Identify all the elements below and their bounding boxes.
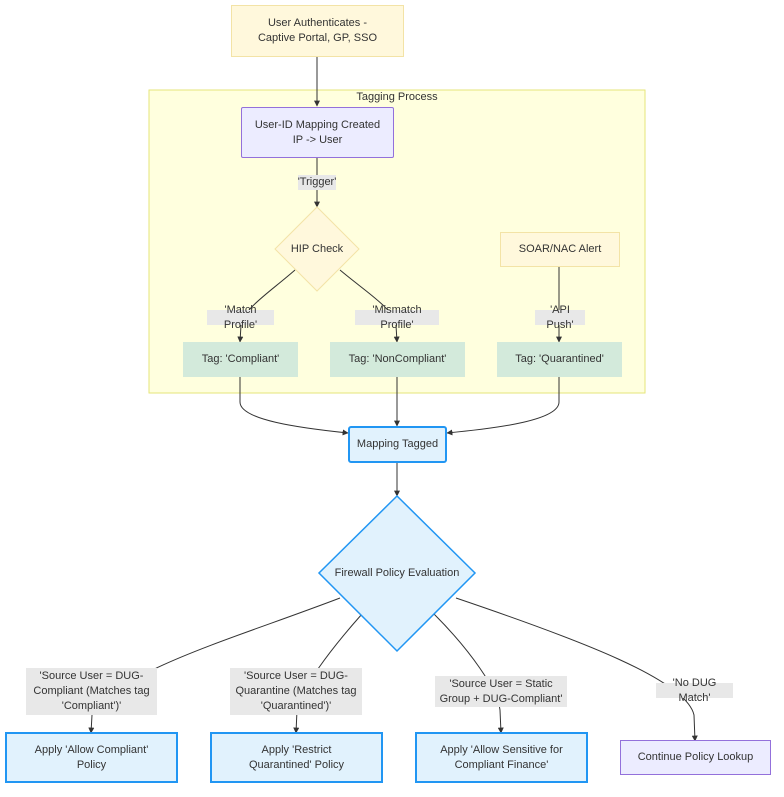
edge-label-mismatch-profile: 'Mismatch Profile' [355,304,439,331]
userid-mapping-label: User-ID Mapping Created IP -> User [254,118,381,146]
edge-label-match-profile: 'Match Profile' [207,304,274,331]
mapping-tagged-node: Mapping Tagged [348,426,447,463]
tag-compliant-label: Tag: 'Compliant' [201,353,280,365]
mapping-tagged-label: Mapping Tagged [356,438,439,450]
edge-label-trigger: 'Trigger' [297,175,337,190]
continue-policy-lookup-node: Continue Policy Lookup [620,740,771,775]
cluster-title: Tagging Process [356,91,438,103]
tag-noncompliant-node: Tag: 'NonCompliant' [330,342,465,377]
tag-quarantined-label: Tag: 'Quarantined' [515,353,604,365]
hip-check-diamond [274,206,360,292]
restrict-quarantined-policy-label: Apply 'Restrict Quarantined' Policy [248,743,345,771]
edge-label-source-quarantine: 'Source User = DUG- Quarantine (Matches … [230,668,362,715]
edge-label-source-compliant: 'Source User = DUG- Compliant (Matches t… [26,668,157,715]
edge-quarantined-to-tagged [446,377,560,436]
edge-firewall-to-continue [455,597,698,742]
user-authenticates-label: User Authenticates - Captive Portal, GP,… [257,17,378,44]
restrict-quarantined-policy-node: Apply 'Restrict Quarantined' Policy [210,732,383,783]
tag-noncompliant-label: Tag: 'NonCompliant' [348,353,447,365]
allow-sensitive-finance-label: Apply 'Allow Sensitive for Compliant Fin… [440,743,563,771]
edge-label-source-static: 'Source User = Static Group + DUG-Compli… [435,676,567,707]
allow-sensitive-finance-node: Apply 'Allow Sensitive for Compliant Fin… [415,732,588,783]
tag-quarantined-node: Tag: 'Quarantined' [497,342,622,377]
edge-label-no-dug-match: 'No DUG Match' [656,677,733,704]
tag-compliant-node: Tag: 'Compliant' [183,342,298,377]
edge-compliant-to-tagged [239,377,349,436]
firewall-eval-diamond [317,494,477,653]
edge-firewall-to-sensitive [433,613,504,734]
userid-mapping-node: User-ID Mapping Created IP -> User [241,107,394,158]
edge-label-api-push: 'API Push' [535,304,585,331]
soar-nac-alert-label: SOAR/NAC Alert [518,243,602,255]
continue-policy-lookup-label: Continue Policy Lookup [637,751,754,763]
allow-compliant-policy-label: Apply 'Allow Compliant' Policy [34,743,149,771]
user-authenticates-node: User Authenticates - Captive Portal, GP,… [231,5,404,57]
allow-compliant-policy-node: Apply 'Allow Compliant' Policy [5,732,178,783]
soar-nac-alert-node: SOAR/NAC Alert [500,232,620,267]
